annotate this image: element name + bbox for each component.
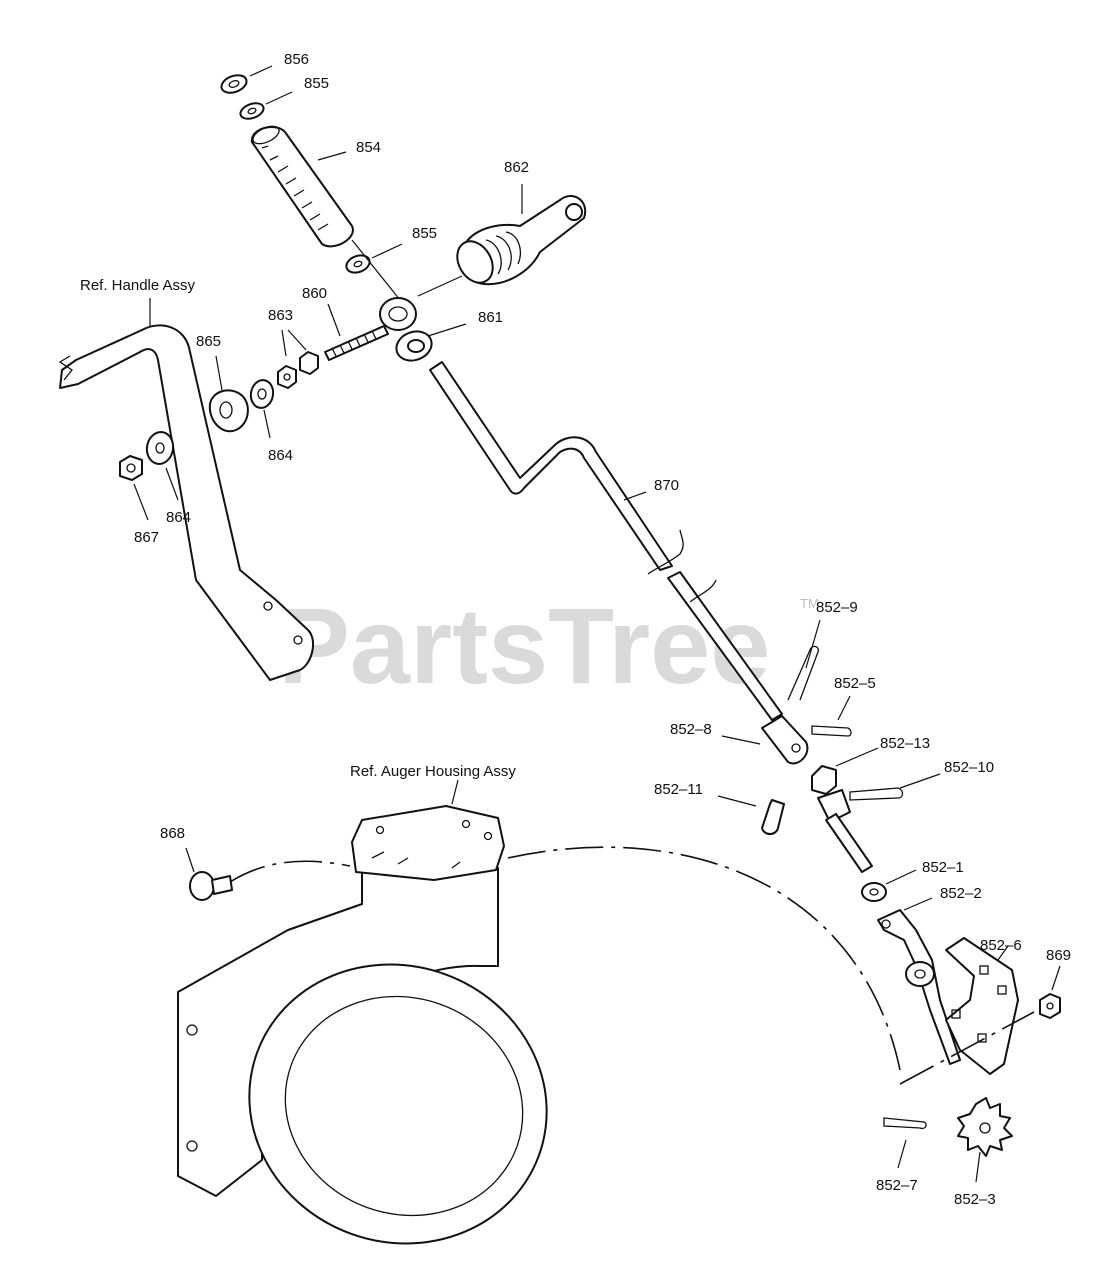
callout-867: 867 [134, 529, 159, 546]
part-855-washer-mid [345, 254, 371, 274]
callout-868: 868 [160, 825, 185, 842]
callout-854: 854 [356, 139, 381, 156]
part-855-washer-top [239, 102, 265, 120]
part-852-1-washer [861, 882, 887, 902]
phantom-line-868 [229, 860, 351, 883]
phantom-line-869 [899, 1011, 1035, 1085]
part-867-nut [119, 455, 143, 481]
callout-855-mid: 855 [412, 225, 437, 242]
part-865-bushing [208, 389, 249, 433]
callout-855-top: 855 [304, 75, 329, 92]
part-852-8-clevis [761, 715, 809, 765]
part-863-nuts [277, 351, 319, 389]
callout-864-right: 864 [268, 447, 293, 464]
assembly-line-crank [417, 275, 463, 297]
part-852-6-mount [945, 937, 1019, 1075]
part-852-clevis-lower [817, 789, 873, 873]
callout-863: 863 [268, 307, 293, 324]
part-852-13-block [811, 765, 837, 795]
callout-862: 862 [504, 159, 529, 176]
part-861-bushing [395, 330, 433, 362]
part-864-washer-left [145, 431, 175, 465]
part-852-5-pin [811, 725, 852, 737]
part-870-rod [429, 361, 783, 721]
part-852-11-bolt [761, 799, 785, 835]
watermark-trademark: TM [800, 596, 819, 611]
callout-856: 856 [284, 51, 309, 68]
callout-861: 861 [478, 309, 503, 326]
callout-860: 860 [302, 285, 327, 302]
callout-864-left: 864 [166, 509, 191, 526]
callout-870: 870 [654, 477, 679, 494]
part-868-bolt [189, 871, 233, 901]
auger-housing-chute [177, 867, 548, 1245]
callout-852-5: 852–5 [834, 675, 876, 692]
assembly-line-grip [351, 239, 401, 301]
part-852-10-pin [849, 787, 904, 801]
part-852-3-gear [957, 1097, 1013, 1157]
callout-852-10: 852–10 [944, 759, 994, 776]
callout-869: 869 [1046, 947, 1071, 964]
callout-852-2: 852–2 [940, 885, 982, 902]
part-852-2-bracket [877, 909, 961, 1065]
chute-flange [351, 805, 505, 881]
callout-852-1: 852–1 [922, 859, 964, 876]
callout-865: 865 [196, 333, 221, 350]
callout-852-8: 852–8 [670, 721, 712, 738]
callout-852-13: 852–13 [880, 735, 930, 752]
part-854-grip [250, 125, 354, 248]
part-860-eyebolt [324, 297, 417, 361]
part-852-9-hairpin [787, 645, 819, 701]
part-869-nut [1039, 993, 1061, 1019]
leader-lines [133, 65, 1061, 1183]
callout-852-6: 852–6 [980, 937, 1022, 954]
handle-assembly [58, 324, 315, 681]
part-864-washer-right [249, 379, 275, 409]
part-856-cap [220, 74, 248, 94]
phantom-line-arc [507, 846, 901, 1071]
callout-852-3: 852–3 [954, 1191, 996, 1208]
callout-ref-auger-housing-assy: Ref. Auger Housing Assy [350, 763, 516, 780]
callout-ref-handle-assy: Ref. Handle Assy [80, 277, 196, 294]
part-852-7-cotter [883, 1117, 927, 1130]
part-862-crank-knob [456, 195, 587, 286]
callout-852-11: 852–11 [654, 781, 703, 798]
callout-852-9: 852–9 [816, 599, 858, 616]
callout-852-7: 852–7 [876, 1177, 918, 1194]
